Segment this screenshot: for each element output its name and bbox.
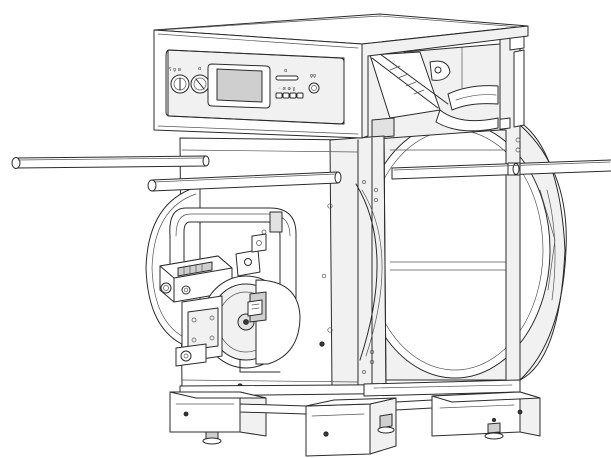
function-buttons bbox=[275, 92, 304, 99]
status-indicator-bar bbox=[275, 75, 299, 81]
cross-brace bbox=[239, 399, 433, 415]
dial-left-label: ʕ ǫ ɞ bbox=[169, 67, 181, 73]
lifting-bar-front bbox=[147, 171, 342, 192]
upper-mechanism bbox=[361, 29, 501, 141]
lifting-bar-right bbox=[391, 159, 611, 180]
dial-right-label: ɑ bbox=[198, 66, 201, 72]
fan-blower bbox=[175, 275, 301, 373]
display-screen bbox=[216, 68, 263, 103]
button-row-label: ◦ ɞ ⱷ ɣ bbox=[278, 86, 295, 92]
function-button-4[interactable] bbox=[296, 92, 304, 99]
reset-button[interactable] bbox=[308, 82, 320, 94]
reset-label: ǫǫ bbox=[310, 73, 316, 79]
temperature-dial-right[interactable] bbox=[190, 74, 210, 94]
control-panel-face: ʕ ǫ ɞ ɑ ɑ ◦ ɞ ⱷ ɣ ǫǫ bbox=[169, 63, 320, 109]
temperature-dial-left[interactable] bbox=[170, 74, 190, 94]
function-button-1[interactable] bbox=[275, 92, 283, 99]
heat-exchanger-drum bbox=[359, 121, 567, 381]
lifting-bar-rear bbox=[11, 155, 210, 169]
center-foot bbox=[305, 397, 397, 457]
function-button-2[interactable] bbox=[282, 92, 290, 99]
left-foot bbox=[169, 391, 267, 445]
gas-valve bbox=[159, 233, 267, 303]
indicator-label: ɑ bbox=[284, 68, 287, 74]
right-foot bbox=[431, 391, 541, 440]
function-button-3[interactable] bbox=[289, 92, 297, 99]
